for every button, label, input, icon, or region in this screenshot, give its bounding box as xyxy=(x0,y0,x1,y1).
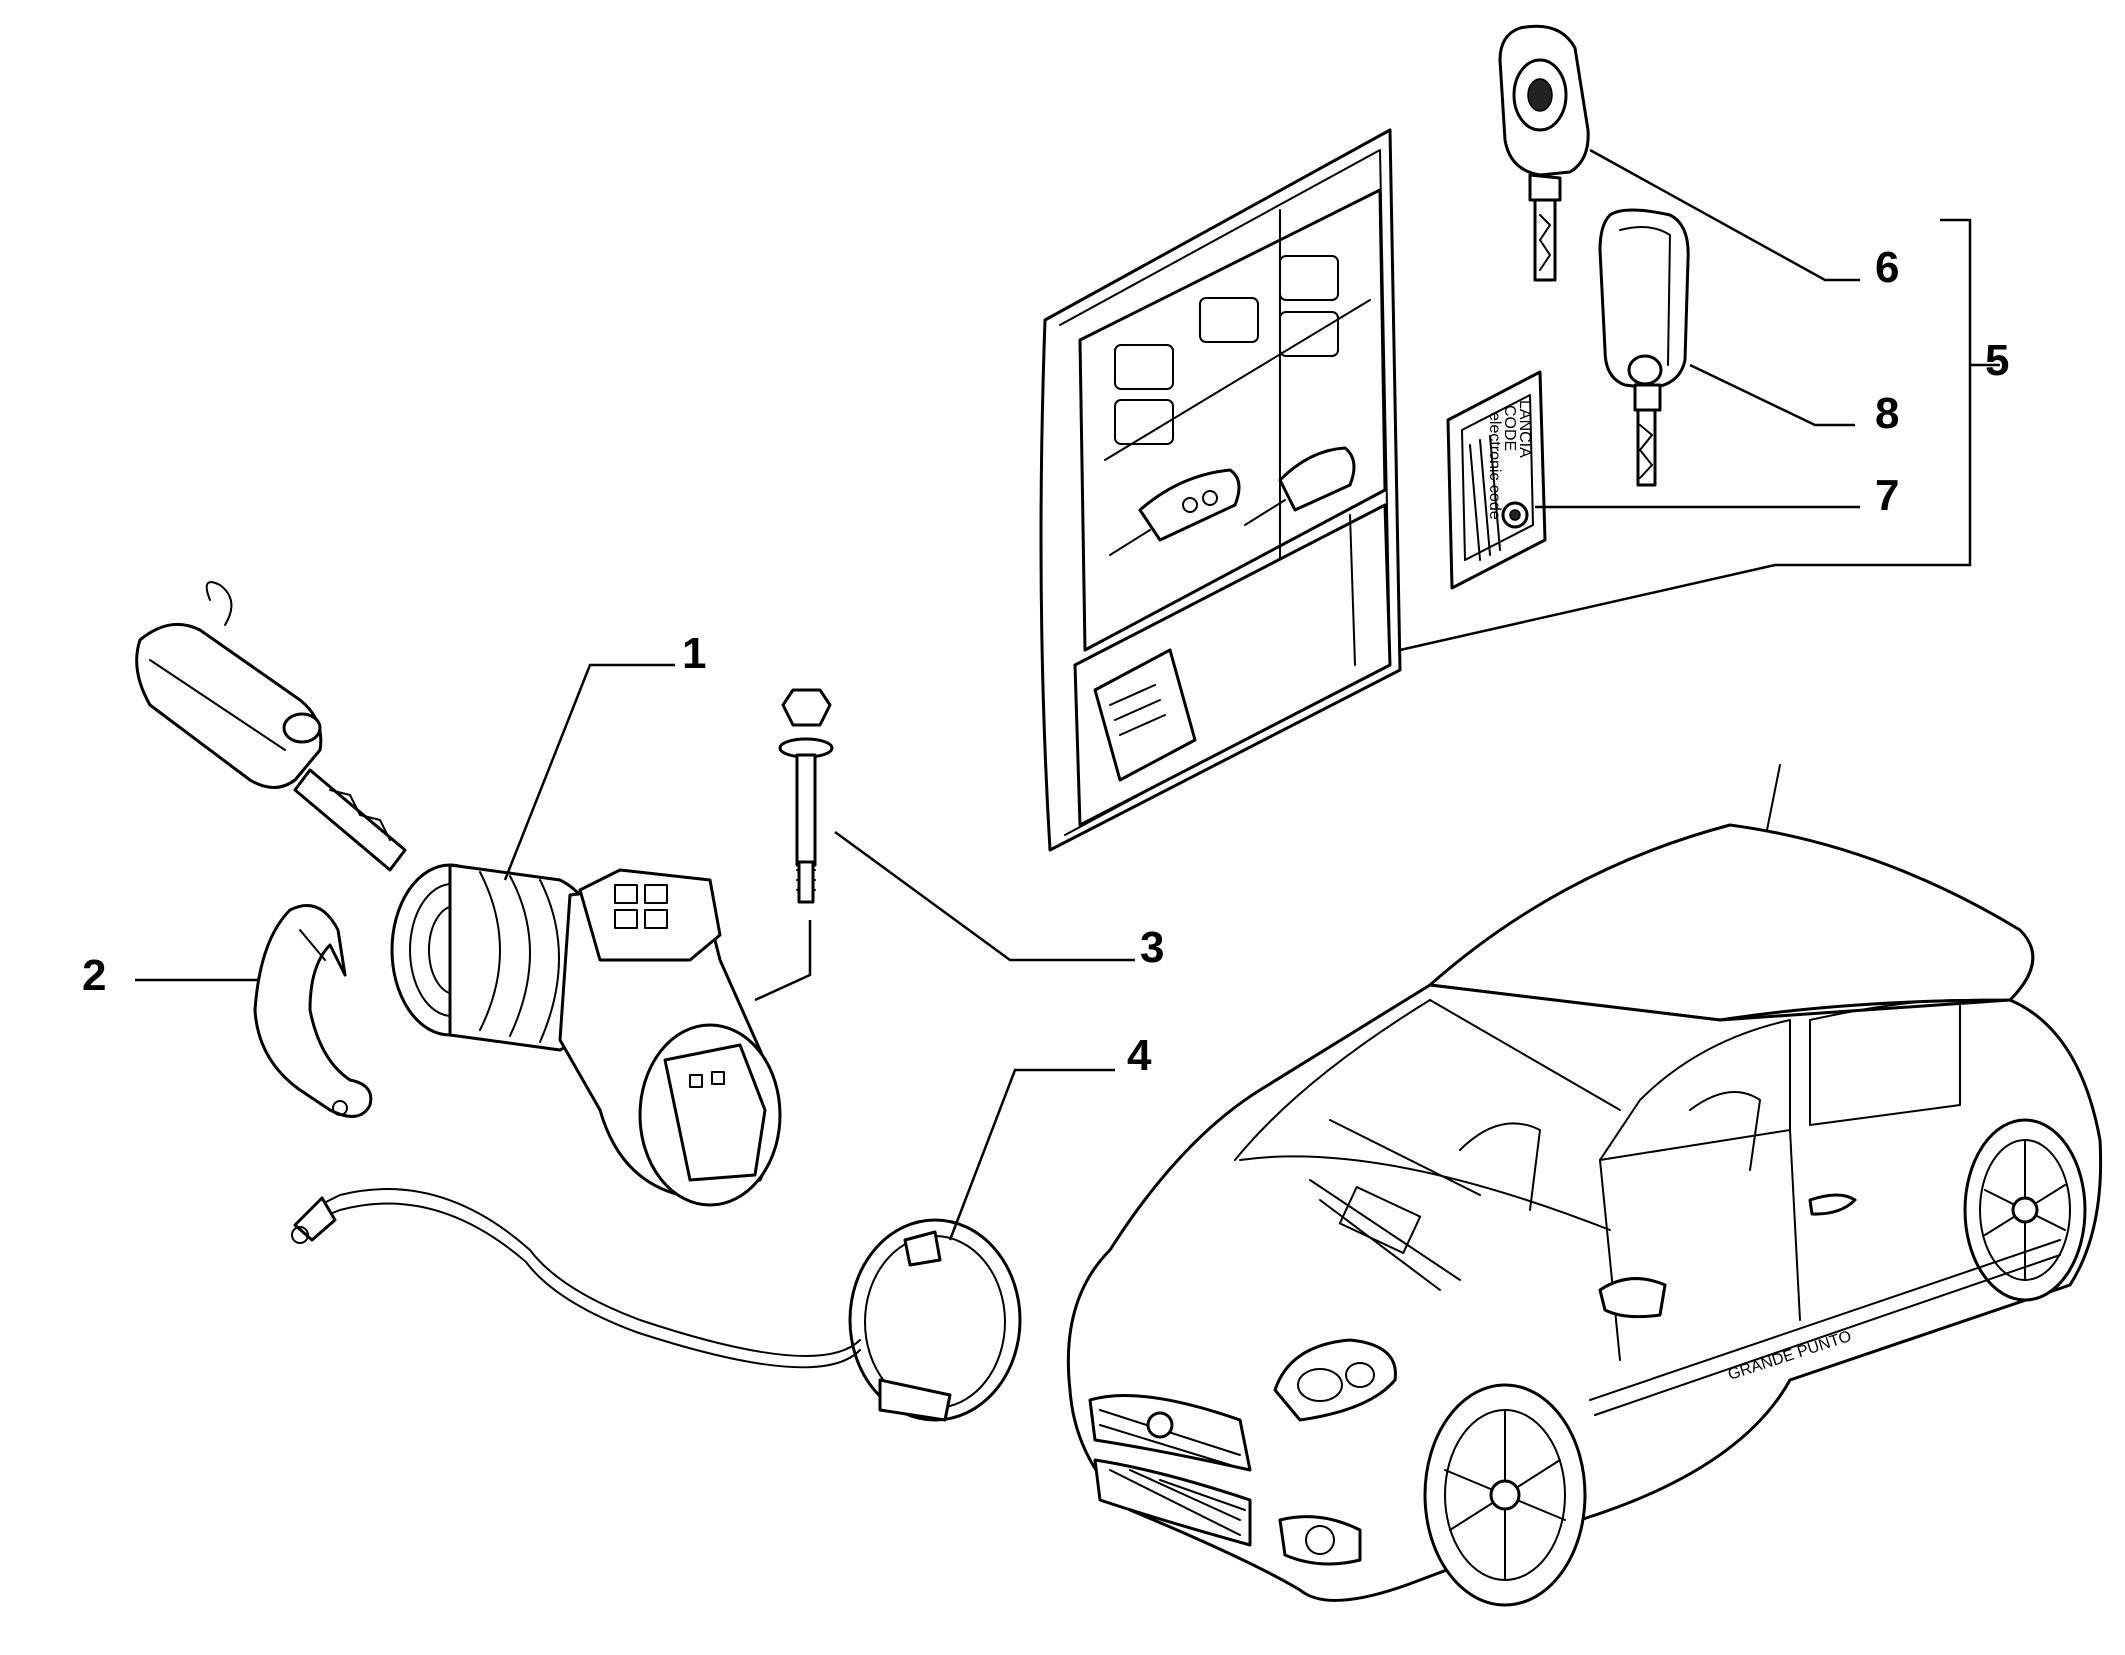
code-card-code: CODE xyxy=(1501,405,1518,451)
callout-5: 5 xyxy=(1985,336,2009,385)
key-kit-card xyxy=(1039,128,1402,852)
plain-key xyxy=(1498,24,1590,282)
callout-3: 3 xyxy=(1140,923,1164,972)
callout-6: 6 xyxy=(1875,243,1899,292)
ignition-lock-assembly xyxy=(135,581,782,1207)
callout-2: 2 xyxy=(82,951,106,1000)
code-card: LANCIA CODE electronic code xyxy=(1446,370,1547,590)
clamp-bracket xyxy=(253,904,373,1118)
code-card-brand: LANCIA xyxy=(1516,400,1533,458)
callout-1: 1 xyxy=(682,629,706,678)
remote-key xyxy=(1598,208,1690,487)
callout-8: 8 xyxy=(1875,389,1899,438)
callout-4: 4 xyxy=(1127,1031,1152,1080)
car-illustration: GRANDE PUNTO xyxy=(1066,764,2103,1607)
code-card-electronic: electronic code xyxy=(1486,412,1503,520)
callout-7: 7 xyxy=(1875,471,1899,520)
leader-lines xyxy=(135,148,2000,1241)
bolt xyxy=(778,688,834,904)
immobilizer-antenna-ring xyxy=(291,1188,1022,1422)
callout-labels: 1 2 3 4 5 6 7 8 xyxy=(82,243,2009,1080)
